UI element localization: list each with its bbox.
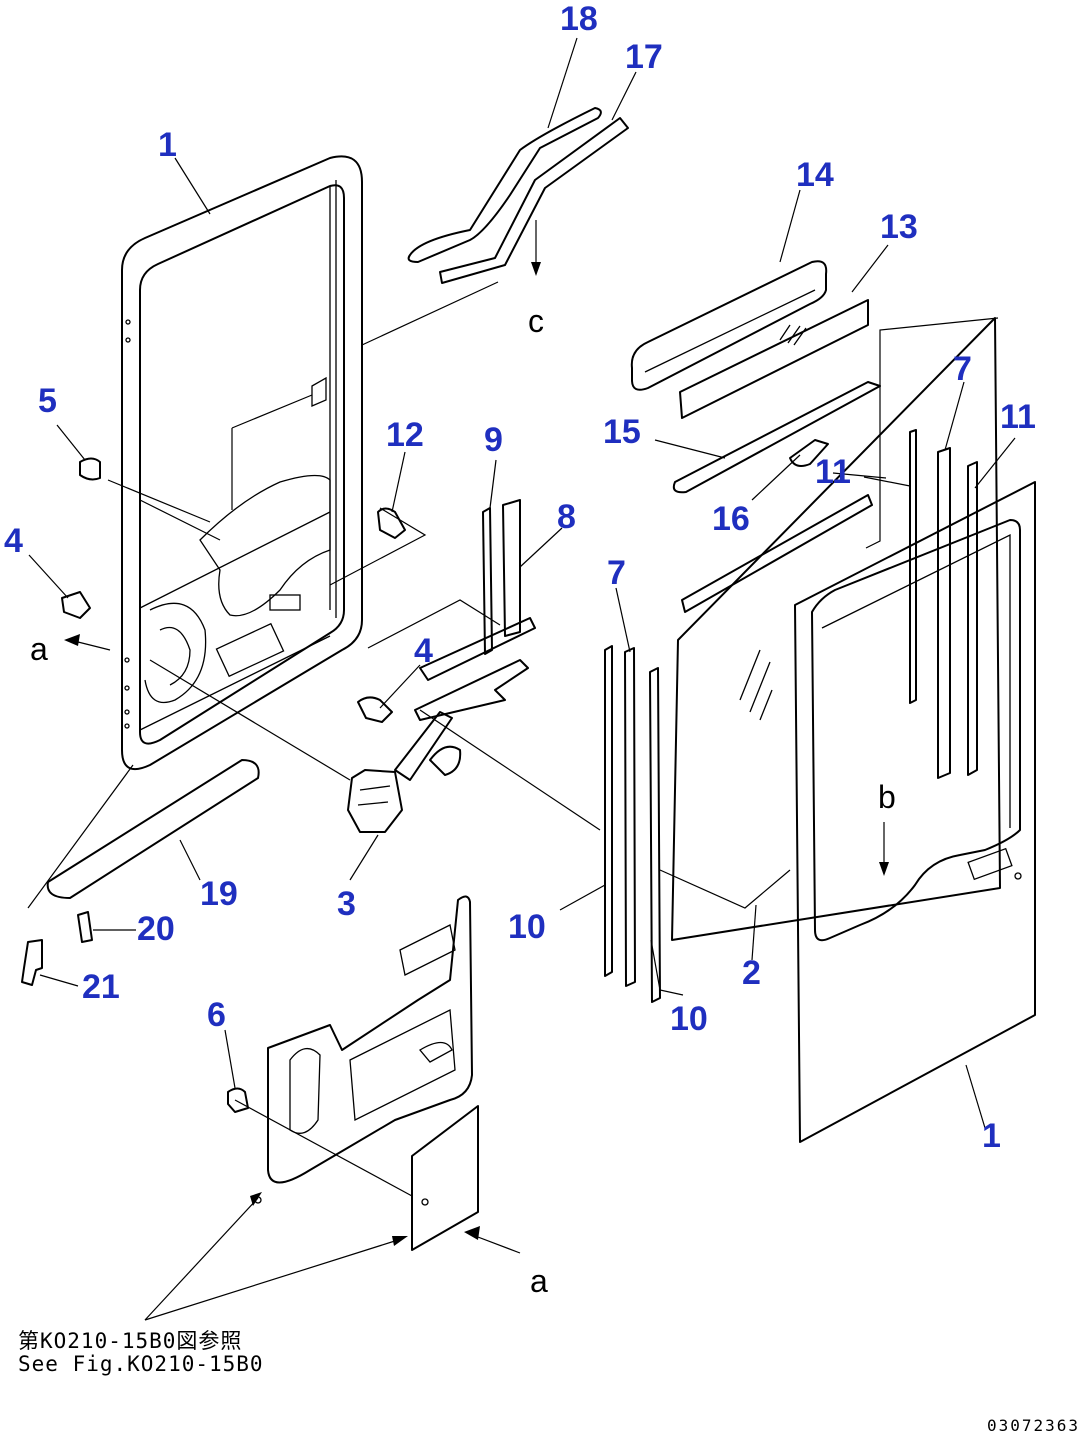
callout-14: 14 [796, 156, 834, 194]
view-markers: a a b c [30, 303, 896, 1299]
callout-10-left: 10 [508, 908, 546, 946]
marker-a-left: a [30, 631, 48, 667]
inner-trim-panel [267, 895, 479, 1251]
callout-11-mid: 11 [815, 453, 851, 491]
callout-12: 12 [386, 416, 424, 454]
callout-20: 20 [137, 910, 175, 948]
callout-1-top: 1 [158, 126, 177, 164]
callout-1-right: 1 [982, 1117, 1001, 1155]
callout-6: 6 [207, 996, 226, 1034]
leader-lines [28, 37, 1016, 1254]
vertical-channels [482, 429, 978, 1003]
callout-3: 3 [337, 885, 356, 923]
door-frame-left [121, 155, 363, 770]
callout-5: 5 [38, 382, 57, 420]
callout-4-left: 4 [4, 522, 23, 560]
callout-10-right: 10 [670, 1000, 708, 1038]
callout-2: 2 [742, 954, 761, 992]
lower-trim-and-bolts [21, 759, 260, 986]
door-latch-assembly [61, 457, 536, 1113]
callout-16: 16 [712, 500, 750, 538]
marker-c: c [528, 303, 544, 339]
see-figure-reference-jp: 第KO210-15B0図参照 [18, 1329, 243, 1353]
callout-19: 19 [200, 875, 238, 913]
door-panel-right [794, 481, 1036, 1143]
see-figure-arrows [144, 1192, 408, 1321]
callout-7-left: 7 [607, 554, 626, 592]
assembly-reference-lines [27, 281, 999, 1197]
callout-17: 17 [625, 38, 663, 76]
callout-8: 8 [557, 498, 576, 536]
document-id: 03072363 [986, 1416, 1080, 1435]
callout-7-right: 7 [953, 350, 972, 388]
callout-9: 9 [484, 421, 503, 459]
window-glass-and-trims [630, 260, 1001, 941]
callout-13: 13 [880, 208, 918, 246]
callout-labels: 1 18 17 14 13 7 11 15 11 16 5 12 9 8 4 7… [4, 0, 1036, 1155]
callout-21: 21 [82, 968, 120, 1006]
upper-guide-rails [407, 107, 629, 284]
see-figure-reference-en: See Fig.KO210-15B0 [18, 1352, 264, 1376]
callout-18: 18 [560, 0, 598, 38]
callout-15: 15 [603, 413, 641, 451]
callout-4-mid: 4 [414, 632, 433, 670]
marker-a-bottom: a [530, 1263, 548, 1299]
callout-11-right: 11 [1000, 398, 1036, 436]
marker-b: b [878, 779, 896, 815]
